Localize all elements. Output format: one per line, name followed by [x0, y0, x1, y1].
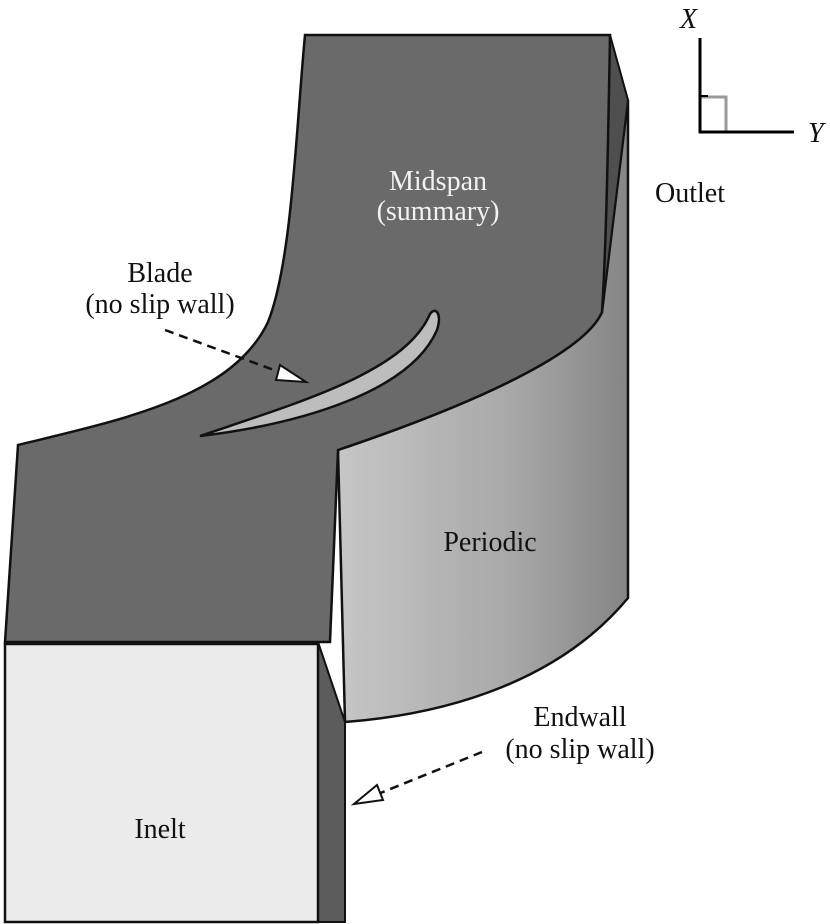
inlet-face [3, 642, 320, 924]
blade-label: Blade [127, 258, 192, 289]
blade-sub-label: (no slip wall) [85, 289, 234, 320]
endwall-sub-label: (no slip wall) [505, 734, 654, 765]
endwall-arrowhead [350, 783, 385, 806]
x-axis-label: X [679, 4, 698, 35]
y-axis-label: Y [808, 118, 827, 149]
midspan-sub-label: (summary) [377, 196, 500, 227]
periodic-label: Periodic [443, 527, 536, 558]
endwall-arrow [377, 750, 483, 796]
axis-indicator: X Y [679, 4, 827, 149]
endwall-label: Endwall [533, 702, 627, 733]
blade-arrowhead [274, 363, 310, 384]
inlet-label: Inelt [134, 814, 186, 845]
midspan-label: Midspan [389, 166, 487, 197]
endwall-side [317, 641, 346, 923]
outlet-label: Outlet [655, 178, 725, 209]
blade-arrow [164, 328, 283, 375]
blade [199, 309, 441, 438]
midspan-surface [3, 33, 612, 644]
